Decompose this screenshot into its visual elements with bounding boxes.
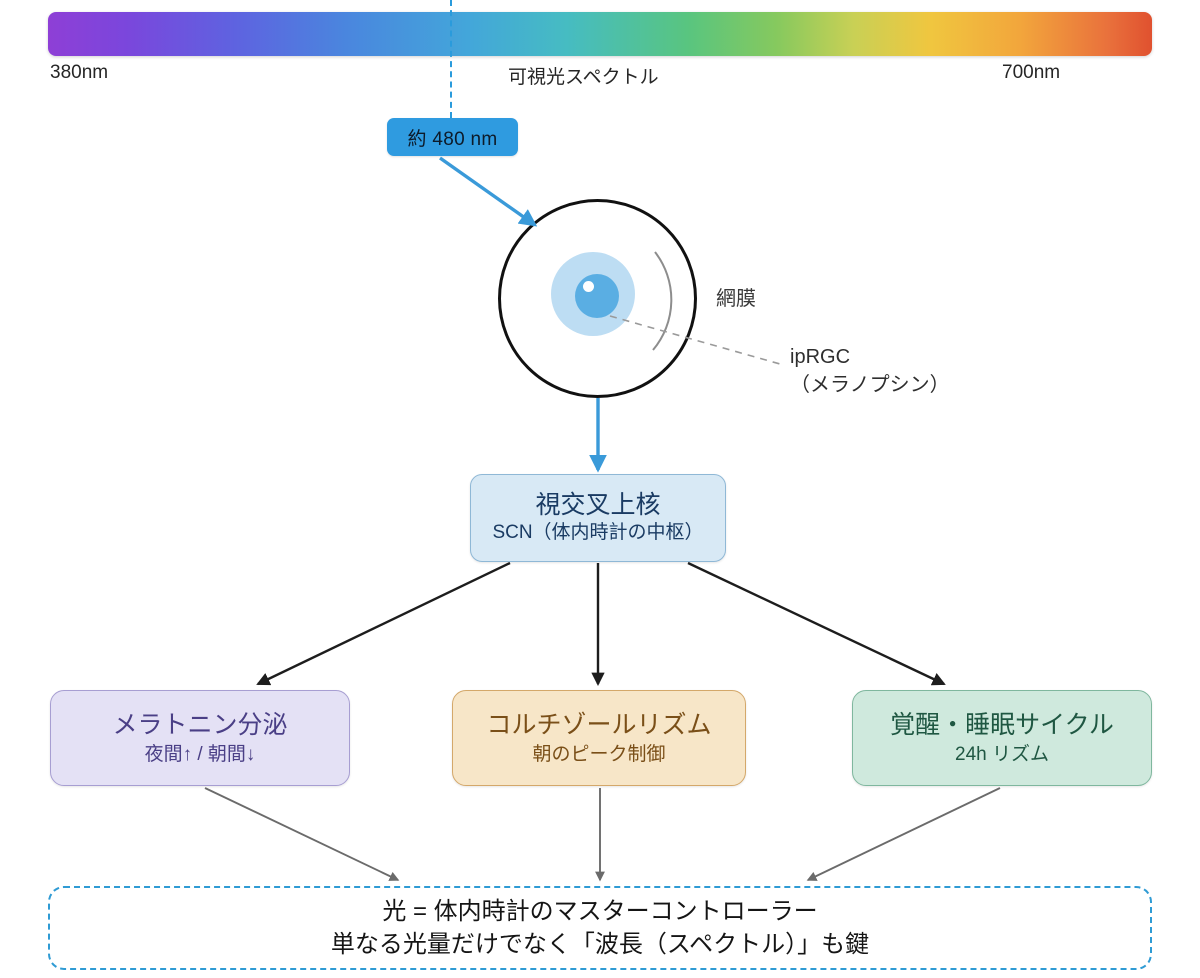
wavelength-marker-line	[450, 0, 452, 118]
scn-to-sleep-arrow	[687, 561, 946, 686]
pupil-highlight-icon	[583, 281, 594, 292]
sleep-to-summary-arrow	[806, 787, 1001, 881]
outcome-title: メラトニン分泌	[112, 710, 288, 739]
summary-line-2: 単なる光量だけでなく「波長（スペクトル）」も鍵	[330, 931, 870, 958]
iprgc-label: ipRGC （メラノプシン）	[790, 343, 950, 400]
outcome-subtitle: 夜間↑ / 朝間↓	[144, 743, 256, 765]
scn-to-melatonin-arrow	[256, 561, 511, 686]
melatonin-to-summary-arrow	[204, 787, 400, 881]
summary-node: 光 = 体内時計のマスターコントローラー 単なる光量だけでなく「波長（スペクトル…	[48, 886, 1152, 970]
spectrum-center-label: 可視光スペクトル	[508, 67, 659, 88]
spectrum-left-label: 380nm	[50, 62, 109, 83]
iprgc-label-line2: （メラノプシン）	[790, 374, 950, 397]
scn-title: 視交叉上核	[535, 490, 661, 519]
outcome-title: 覚醒・睡眠サイクル	[890, 710, 1114, 739]
summary-line-1: 光 = 体内時計のマスターコントローラー	[382, 897, 818, 925]
outcome-node-melatonin: メラトニン分泌 夜間↑ / 朝間↓	[50, 690, 350, 786]
outcome-subtitle: 24h リズム	[955, 743, 1049, 765]
light-to-eye-arrow	[439, 156, 538, 227]
outcome-title: コルチゾールリズム	[486, 710, 712, 739]
scn-subtitle: SCN（体内時計の中枢）	[492, 522, 704, 544]
retina-label: 網膜	[716, 288, 756, 310]
spectrum-right-label: 700nm	[1002, 62, 1061, 83]
iprgc-label-line1: ipRGC	[790, 346, 851, 368]
wavelength-badge: 約 480 nm	[387, 118, 518, 156]
eye-illustration	[498, 199, 697, 398]
outcome-node-sleep: 覚醒・睡眠サイクル 24h リズム	[852, 690, 1152, 786]
scn-node: 視交叉上核 SCN（体内時計の中枢）	[470, 474, 726, 562]
pupil-shape	[575, 274, 619, 318]
outcome-subtitle: 朝のピーク制御	[532, 743, 666, 765]
outcome-node-cortisol: コルチゾールリズム 朝のピーク制御	[452, 690, 746, 786]
visible-light-spectrum-bar	[48, 12, 1152, 56]
spectrum-gradient	[48, 12, 1152, 56]
